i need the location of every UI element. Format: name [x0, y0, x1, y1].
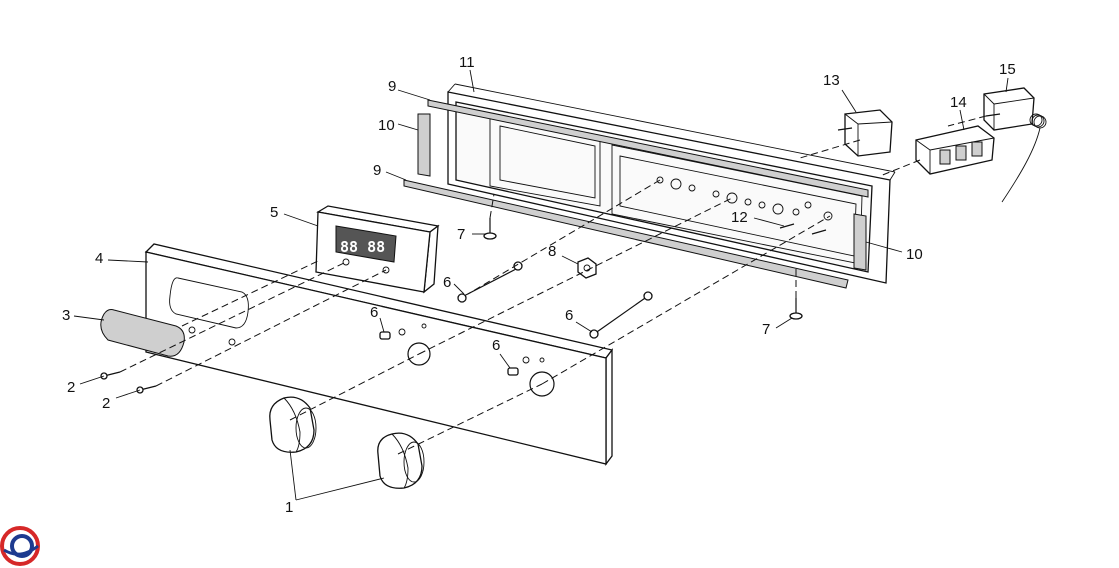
assembly-lines	[119, 115, 987, 455]
lamp-cable-right	[589, 291, 653, 339]
seal-strip-lower	[403, 179, 849, 289]
callout-10-left: 10	[378, 117, 395, 134]
callout-12: 12	[731, 209, 748, 226]
screw-upper	[100, 371, 121, 380]
control-knob-right	[377, 432, 425, 489]
callout-6-cable-right: 6	[565, 307, 573, 324]
callout-11: 11	[459, 54, 475, 71]
side-seal-left	[417, 113, 431, 177]
indicator-lamp-right	[507, 367, 519, 376]
indicator-lamp-left	[379, 331, 391, 340]
brand-logo	[0, 526, 40, 566]
callout-8: 8	[548, 243, 556, 260]
callout-14: 14	[950, 94, 967, 111]
callout-15: 15	[999, 61, 1016, 78]
callout-9-upper: 9	[388, 78, 396, 95]
motor	[837, 109, 893, 157]
seal-strip-upper	[427, 99, 869, 198]
callout-2-lower: 2	[102, 395, 110, 412]
callout-7-right: 7	[762, 321, 770, 338]
rotary-switch	[915, 125, 995, 175]
display-lens	[100, 309, 185, 357]
side-seal-right	[853, 213, 867, 271]
callout-3: 3	[62, 307, 70, 324]
callout-labels: 1 2 2 3 4 5 6 6 6 6 7 7 8 9 9 10 10 11 1…	[62, 54, 1016, 516]
callout-6-lamp-left: 6	[370, 304, 378, 321]
thermostat	[983, 87, 1047, 203]
callout-2-upper: 2	[67, 379, 75, 396]
callout-6-lamp-right: 6	[492, 337, 500, 354]
callout-13: 13	[823, 72, 840, 89]
fixing-screw-left	[483, 218, 497, 240]
digital-clock: 88 88	[315, 205, 440, 294]
front-control-panel	[144, 243, 614, 466]
switch-screws	[779, 223, 827, 235]
control-knob-left	[269, 396, 317, 453]
callout-9-lower: 9	[373, 162, 381, 179]
fixing-screw-right	[789, 298, 803, 320]
callout-7-left: 7	[457, 226, 465, 243]
leader-lines	[73, 69, 1009, 501]
callout-5: 5	[270, 204, 278, 221]
clock-display-text: 88 88	[340, 238, 385, 256]
rear-frame-bracket	[447, 83, 896, 284]
callout-6-cable-left: 6	[443, 274, 451, 291]
hex-nut	[577, 257, 597, 279]
callout-1: 1	[285, 499, 293, 516]
screw-lower	[136, 385, 157, 394]
callout-10-right: 10	[906, 246, 923, 263]
callout-4: 4	[95, 250, 103, 267]
